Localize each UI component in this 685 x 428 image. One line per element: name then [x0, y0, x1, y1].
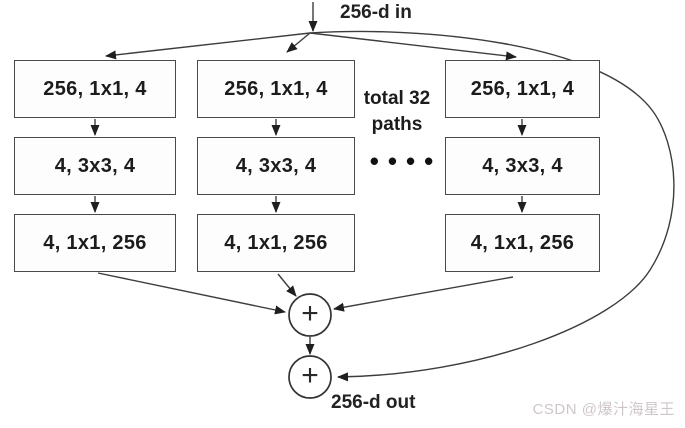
skip-connection-curve: [309, 30, 675, 382]
sum-node-2-plus: +: [301, 358, 319, 392]
converge-arrow-middle: [277, 273, 297, 297]
sum-node-2-circle: [288, 355, 332, 399]
sum-node-1-plus: +: [301, 296, 319, 330]
path2-conv-3x3-box: 4, 3x3, 4: [197, 137, 355, 195]
csdn-watermark: CSDN @爆汁海星王: [532, 401, 675, 418]
paths-ellipsis-dots: ••••: [369, 146, 443, 176]
path32-conv-3x3-box: 4, 3x3, 4: [445, 137, 600, 195]
path1-conv-3x3-box: 4, 3x3, 4: [14, 137, 176, 195]
path2-conv-1x1-reduce-box: 256, 1x1, 4: [197, 60, 355, 118]
fanout-arrow-left: [105, 32, 311, 60]
fanout-arrow-middle: [286, 32, 311, 53]
converge-arrow-right: [333, 276, 514, 312]
input-dimension-label: 256-d in: [340, 2, 412, 23]
path1-conv-1x1-reduce-box: 256, 1x1, 4: [14, 60, 176, 118]
total-paths-note: total 32 paths: [347, 86, 447, 138]
path32-conv-1x1-reduce-box: 256, 1x1, 4: [445, 60, 600, 118]
converge-arrow-left: [97, 272, 286, 315]
total-paths-note-line1: total 32: [363, 88, 431, 109]
total-paths-note-line2: paths: [371, 114, 423, 135]
sum-node-1-circle: [288, 293, 332, 337]
path2-conv-1x1-expand-box: 4, 1x1, 256: [197, 214, 355, 272]
path32-conv-1x1-expand-box: 4, 1x1, 256: [445, 214, 600, 272]
output-dimension-label: 256-d out: [331, 392, 416, 413]
path1-conv-1x1-expand-box: 4, 1x1, 256: [14, 214, 176, 272]
fanout-arrow-right: [309, 32, 517, 61]
